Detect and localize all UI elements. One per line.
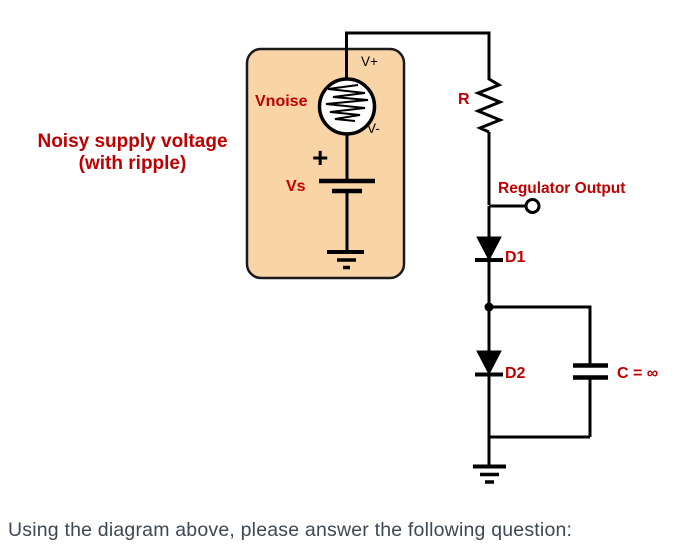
source-ground-icon [327,250,364,270]
d2-label: D2 [505,365,526,382]
supply-caption-line1: Noisy supply voltage [37,131,228,152]
top-wire [345,31,491,80]
vs-label: Vs [286,178,306,195]
capacitor-symbol [573,363,608,437]
v-minus-label: V- [367,121,380,136]
capacitor-label: C = ∞ [617,365,659,382]
diode-d1-symbol [475,236,503,307]
battery-plus-sign: + [312,142,329,173]
supply-caption-line2: (with ripple) [78,153,187,174]
battery-symbol [319,178,375,251]
supply-caption: Noisy supply voltage (with ripple) [15,131,250,175]
regulator-output-terminal [489,198,541,214]
resistor-label: R [458,91,470,108]
circuit-ground-icon [473,464,506,484]
bottom-wire [487,435,590,466]
diode-d2-symbol [475,307,503,437]
junction-node [484,302,592,364]
v-plus-label: V+ [361,54,378,69]
question-prompt: Using the diagram above, please answer t… [8,519,573,541]
regulator-output-label: Regulator Output [498,180,626,197]
vnoise-label: Vnoise [255,93,308,110]
d1-label: D1 [505,249,526,266]
noise-waveform-icon [325,84,369,122]
resistor-symbol [473,77,504,205]
